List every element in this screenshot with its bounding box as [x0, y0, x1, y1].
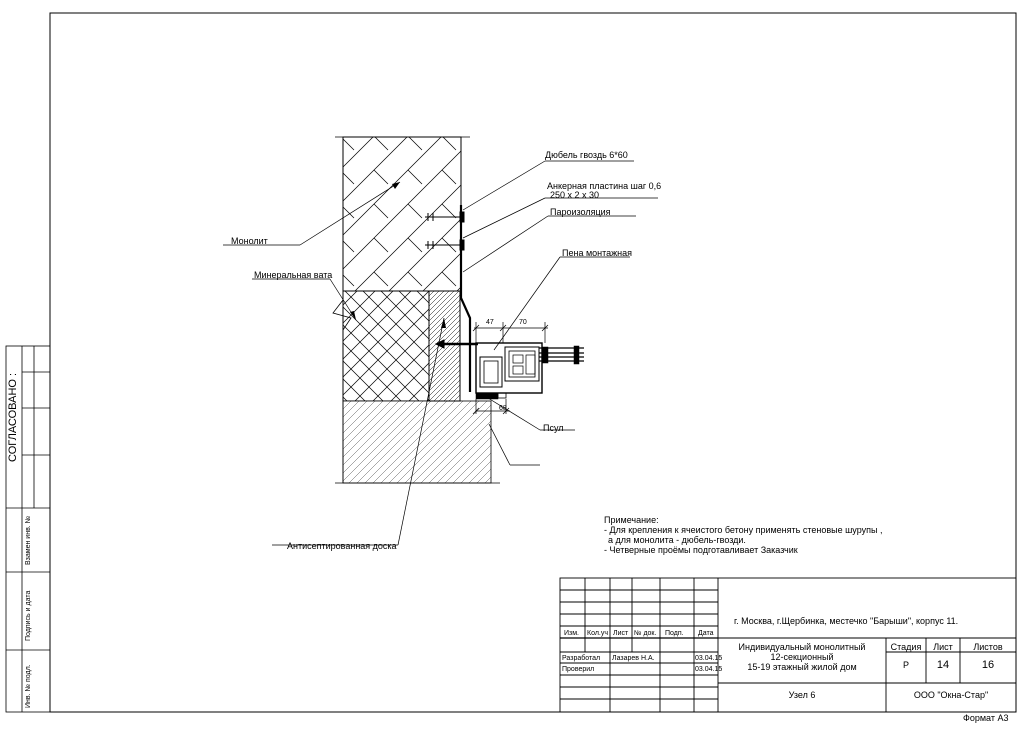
note-line-1: - Для крепления к ячеистого бетону приме…: [604, 525, 883, 535]
sheets-value: 16: [981, 659, 995, 671]
label-psul: Псул: [543, 423, 564, 433]
checked-label: Проверил: [562, 666, 595, 673]
header-podp: Подп.: [665, 630, 684, 637]
label-antiseptic-board: Антисептированная доска: [287, 541, 397, 551]
left-stamp: [5, 345, 51, 713]
label-dowel: Дюбель гвоздь 6*60: [545, 150, 628, 160]
label-monolith: Монолит: [231, 236, 268, 246]
sheet-label: Лист: [933, 642, 953, 652]
label-anchor-plate: Анкерная пластина шаг 0,6: [547, 181, 662, 191]
title-company: ООО "Окна-Стар": [913, 690, 989, 700]
header-list: Лист: [613, 630, 629, 637]
stage-value: Р: [902, 660, 909, 670]
title-block-lines: [559, 577, 1017, 713]
stage-label: Стадия: [890, 642, 922, 652]
checked-date: 03.04.15: [695, 666, 723, 673]
header-data: Дата: [698, 630, 714, 637]
header-izm: Изм.: [564, 630, 579, 637]
sheets-label: Листов: [973, 642, 1003, 652]
label-vapor-barrier: Пароизоляция: [550, 207, 611, 217]
title-project-3: 15-19 этажный жилой дом: [747, 662, 857, 672]
dimension-70: 70: [519, 319, 527, 326]
label-foam: Пена монтажная: [562, 248, 633, 258]
stamp-agreed: СОГЛАСОВАНО :: [7, 372, 19, 462]
dowels: [425, 211, 478, 349]
label-anchor-plate-size: 250 х 2 х 30: [550, 190, 600, 200]
stamp-sign-date: Подпись и дата: [25, 590, 32, 641]
dimension-lines: [472, 322, 549, 415]
label-mineral-wool: Минеральная вата: [254, 270, 333, 280]
developed-name: Лазарев Н.А.: [612, 655, 655, 662]
title-address: г. Москва, г.Щербинка, местечко "Барыши"…: [734, 616, 959, 626]
leader-arrows: [350, 182, 446, 328]
developed-date: 03.04.15: [695, 655, 723, 662]
dimension-47: 47: [486, 319, 494, 326]
developed-label: Разработал: [562, 655, 601, 662]
sheet-value: 14: [936, 659, 950, 671]
title-project-2: 12-секционный: [770, 652, 834, 662]
lower-wall-block: [342, 400, 492, 484]
title-project-1: Индивидуальный монолитный: [738, 642, 866, 652]
note-line-2: а для монолита - дюбель-гвозди.: [608, 535, 746, 545]
note-title: Примечание:: [604, 515, 659, 525]
dimension-68: 68: [499, 405, 507, 412]
stamp-inv-orig: Инв. № подл.: [25, 664, 32, 708]
format-label: Формат А3: [963, 713, 1009, 723]
title-sheet-name: Узел 6: [788, 690, 816, 700]
header-ndok: № док.: [634, 630, 657, 637]
vapor-barrier: [459, 205, 472, 392]
note-line-3: - Четверные проёмы подготавливает Заказч…: [604, 545, 798, 555]
monolith-block: [342, 136, 462, 292]
stamp-replace-inv: Взамен инв. №: [25, 515, 32, 565]
header-koluch: Кол.уч: [587, 630, 608, 637]
leader-lines: [223, 160, 658, 546]
window-frame: [475, 342, 584, 400]
wall-section: [332, 136, 500, 484]
